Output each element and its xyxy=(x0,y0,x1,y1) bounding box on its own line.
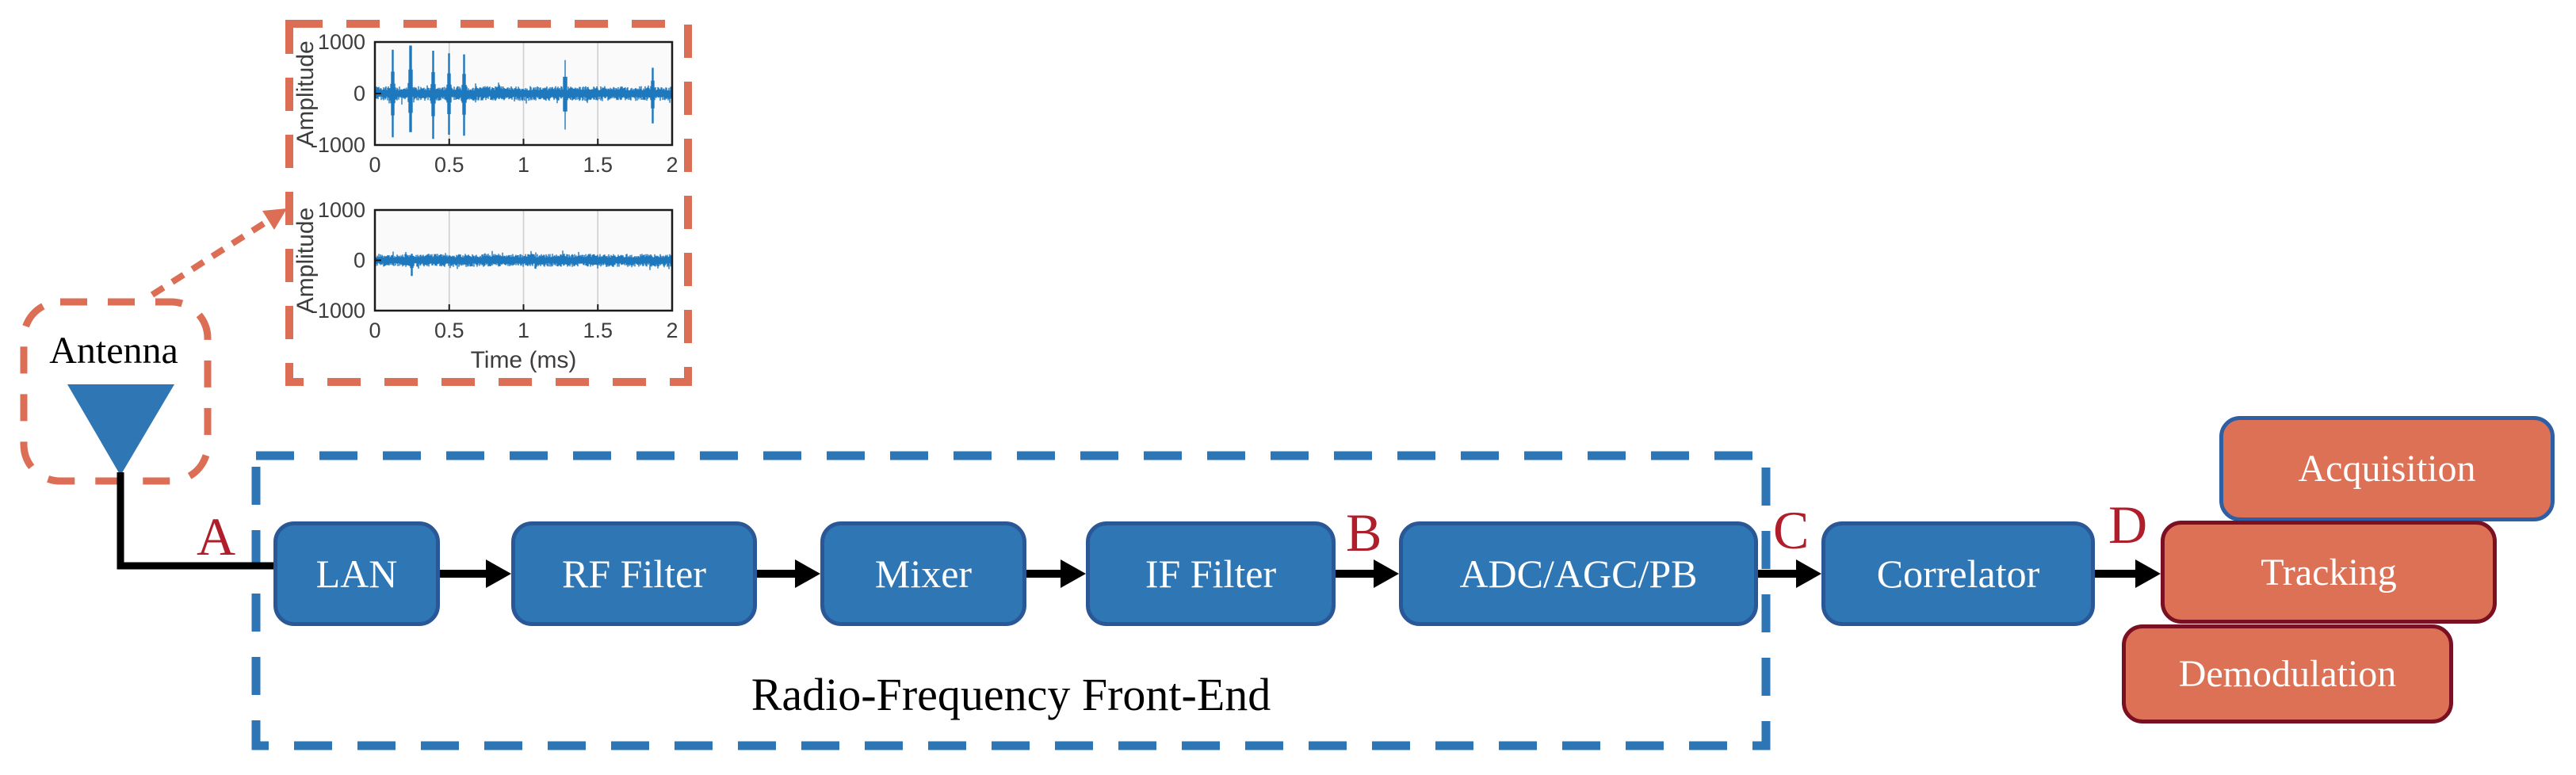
svg-text:0: 0 xyxy=(369,319,380,342)
zoom-callout-arrow xyxy=(150,208,287,298)
svg-text:1000: 1000 xyxy=(318,30,365,54)
arrow-lan-to-rffilter xyxy=(440,559,511,588)
rf-frontend-dashed-box xyxy=(251,451,1771,750)
block-acquisition: Acquisition xyxy=(2219,416,2555,521)
svg-text:1000: 1000 xyxy=(318,198,365,222)
signal-plots-dashed-box xyxy=(285,20,692,386)
svg-text:-1000: -1000 xyxy=(311,133,365,157)
svg-text:0.5: 0.5 xyxy=(434,319,464,342)
antenna-feed-line xyxy=(117,472,277,570)
antenna-icon xyxy=(67,384,174,475)
signal-point-d: D xyxy=(2108,494,2148,555)
signal-point-c: C xyxy=(1773,500,1810,560)
svg-text:2: 2 xyxy=(666,319,678,342)
svg-text:0: 0 xyxy=(369,153,380,177)
arrow-adc-to-correlator xyxy=(1758,559,1821,588)
block-tracking: Tracking xyxy=(2161,521,2497,624)
block-rf-filter: RF Filter xyxy=(511,521,757,626)
block-lan: LAN xyxy=(273,521,440,626)
svg-text:2: 2 xyxy=(666,153,678,177)
block-correlator: Correlator xyxy=(1821,521,2095,626)
svg-text:Amplitude: Amplitude xyxy=(292,40,319,146)
antenna-label: Antenna xyxy=(49,330,178,372)
block-mixer: Mixer xyxy=(820,521,1026,626)
signal-point-b: B xyxy=(1346,502,1382,563)
svg-text:1: 1 xyxy=(518,319,529,342)
svg-text:0: 0 xyxy=(354,249,365,273)
signal-point-a: A xyxy=(197,506,236,567)
svg-text:0: 0 xyxy=(354,82,365,105)
block-demodulation: Demodulation xyxy=(2122,624,2453,723)
arrow-correlator-to-tracking xyxy=(2095,559,2161,588)
rf-frontend-label: Radio-Frequency Front-End xyxy=(751,669,1271,720)
block-adc-agc-pb: ADC/AGC/PB xyxy=(1399,521,1758,626)
block-if-filter: IF Filter xyxy=(1086,521,1336,626)
svg-text:-1000: -1000 xyxy=(311,299,365,323)
arrow-iffilter-to-adc xyxy=(1336,559,1399,588)
antenna-dashed-box xyxy=(20,298,212,485)
arrow-mixer-to-iffilter xyxy=(1026,559,1086,588)
svg-text:1.5: 1.5 xyxy=(583,153,613,177)
arrow-rffilter-to-mixer xyxy=(757,559,820,588)
svg-text:0.5: 0.5 xyxy=(434,153,464,177)
svg-text:Amplitude: Amplitude xyxy=(292,208,319,313)
svg-text:Time (ms): Time (ms) xyxy=(471,347,577,373)
svg-text:1: 1 xyxy=(518,153,529,177)
svg-text:1.5: 1.5 xyxy=(583,319,613,342)
